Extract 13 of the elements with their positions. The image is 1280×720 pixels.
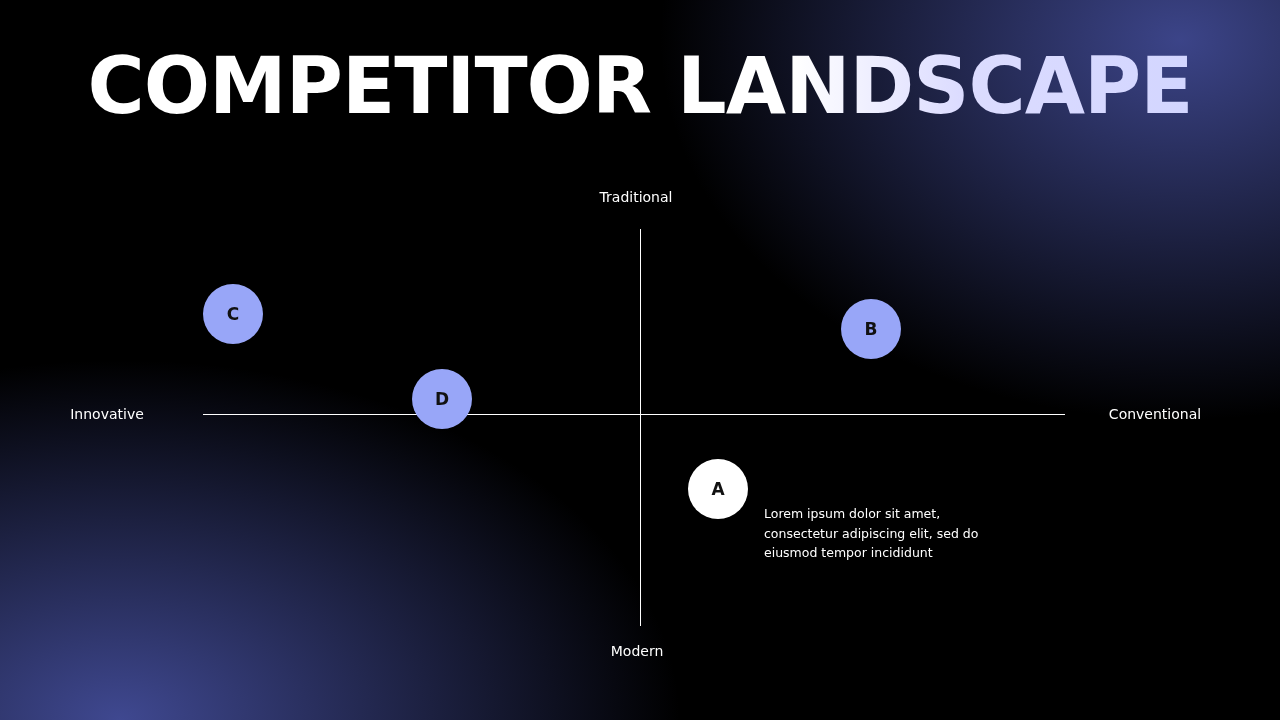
circle-letter: D [434,389,450,409]
axis-label: Conventional [1108,406,1202,422]
circle-letter: C [226,304,240,324]
circle-letter: A [711,479,725,499]
circle-letter: B [864,319,878,339]
axis-label: Modern [610,643,664,659]
description-text: Lorem ipsum dolor sit amet, consectetur adipiscing elit, sed do eiusmod tempor incididunt [764,505,980,562]
competitor-circle [841,299,901,359]
axis-label: Innovative [70,406,144,422]
competitor-circle [203,284,263,344]
competitor-circle [688,459,748,519]
competitor-circle [412,369,472,429]
axis-label: Traditional [599,189,673,205]
